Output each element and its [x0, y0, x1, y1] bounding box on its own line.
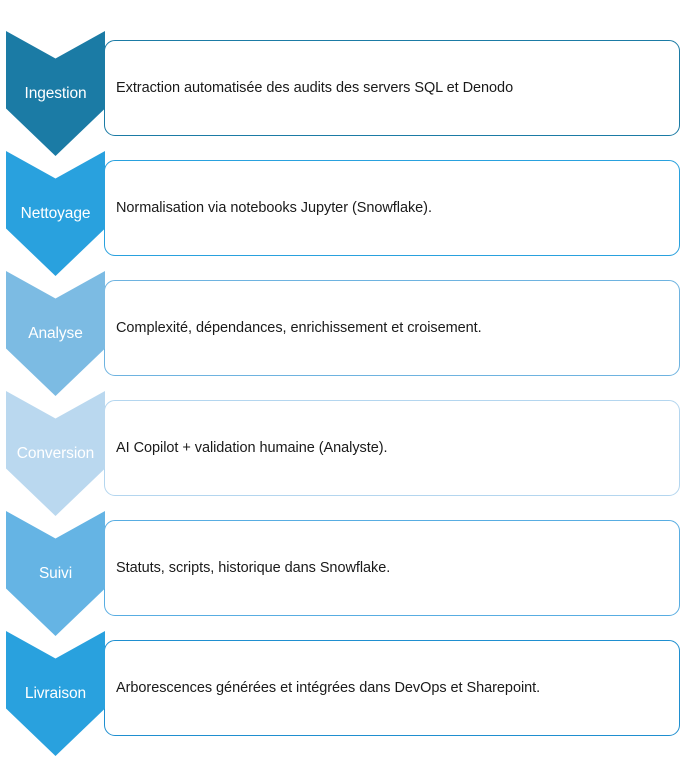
stage-description-text: Statuts, scripts, historique dans Snowfl…: [116, 559, 391, 576]
stage-chevron-2[interactable]: [6, 271, 105, 396]
process-stage-row: Statuts, scripts, historique dans Snowfl…: [0, 511, 700, 636]
stage-description-box[interactable]: Normalisation via notebooks Jupyter (Sno…: [104, 160, 680, 256]
stage-chevron-3[interactable]: [6, 391, 105, 516]
stage-description-text: Complexité, dépendances, enrichissement …: [116, 319, 482, 336]
stage-chevron-5[interactable]: [6, 631, 105, 756]
process-stage-row: AI Copilot + validation humaine (Analyst…: [0, 391, 700, 516]
stage-description-box[interactable]: AI Copilot + validation humaine (Analyst…: [104, 400, 680, 496]
stage-chevron-1[interactable]: [6, 151, 105, 276]
process-stage-row: Complexité, dépendances, enrichissement …: [0, 271, 700, 396]
stage-chevron-4[interactable]: [6, 511, 105, 636]
stage-description-text: Normalisation via notebooks Jupyter (Sno…: [116, 199, 432, 216]
stage-description-text: Arborescences générées et intégrées dans…: [116, 679, 541, 696]
stage-description-box[interactable]: Arborescences générées et intégrées dans…: [104, 640, 680, 736]
stage-description-box[interactable]: Complexité, dépendances, enrichissement …: [104, 280, 680, 376]
stage-description-box[interactable]: Statuts, scripts, historique dans Snowfl…: [104, 520, 680, 616]
process-stage-row: Normalisation via notebooks Jupyter (Sno…: [0, 151, 700, 276]
stage-description-box[interactable]: Extraction automatisée des audits des se…: [104, 40, 680, 136]
process-stage-row: Extraction automatisée des audits des se…: [0, 31, 700, 156]
stage-chevron-0[interactable]: [6, 31, 105, 156]
stage-description-text: AI Copilot + validation humaine (Analyst…: [116, 439, 388, 456]
stage-description-text: Extraction automatisée des audits des se…: [116, 79, 514, 96]
process-stage-row: Arborescences générées et intégrées dans…: [0, 631, 700, 756]
